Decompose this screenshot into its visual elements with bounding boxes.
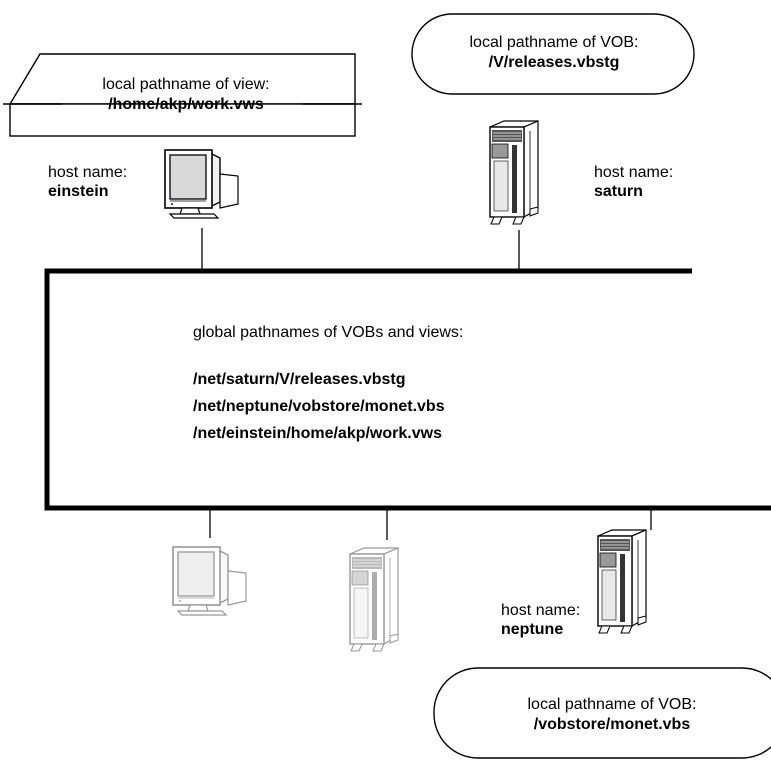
vob-callout-top-bubble: [411, 13, 695, 95]
global-pathname-einstein: /net/einstein/home/akp/work.vws: [193, 425, 442, 442]
vob-callout-bottom-bubble: [433, 667, 771, 759]
vob-callout-top-path: /V/releases.vbstg: [488, 54, 620, 71]
neptune-server-icon: [597, 529, 647, 634]
saturn-host-label: host name:: [594, 164, 674, 181]
einstein-host-name: einstein: [48, 183, 109, 200]
client-workstation-icon: [172, 546, 247, 616]
neptune-host-name: neptune: [501, 621, 564, 638]
network-drop-lines: [201, 228, 652, 540]
einstein-host-label: host name:: [48, 164, 128, 181]
global-pathname-saturn: /net/saturn/V/releases.vbstg: [193, 371, 406, 388]
saturn-host-name: saturn: [594, 183, 643, 200]
neptune-host-label: host name:: [501, 602, 581, 619]
view-callout-box: [3, 53, 362, 137]
saturn-server-icon: [489, 120, 539, 225]
view-callout-path: /home/akp/work.vws: [108, 96, 264, 113]
client-server-icon: [349, 547, 399, 652]
view-callout-label: local pathname of view:: [102, 76, 270, 93]
network-segment: [44, 268, 771, 511]
global-pathnames-heading: global pathnames of VOBs and views:: [193, 324, 464, 341]
vob-callout-bottom-label: local pathname of VOB:: [527, 696, 697, 713]
vob-callout-bottom-path: /vobstore/monet.vbs: [533, 716, 691, 733]
global-pathname-neptune: /net/neptune/vobstore/monet.vbs: [193, 398, 445, 415]
einstein-workstation-icon: [164, 149, 239, 219]
vob-callout-top-label: local pathname of VOB:: [469, 34, 639, 51]
